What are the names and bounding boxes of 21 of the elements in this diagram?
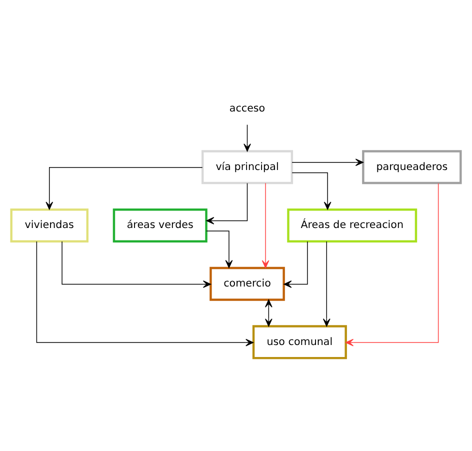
node-box: vía principal xyxy=(201,150,294,184)
arrow xyxy=(62,241,212,288)
node-box: uso comunal xyxy=(252,325,347,360)
node-text: acceso xyxy=(229,102,266,115)
node-box: Áreas de recreacion xyxy=(287,208,418,242)
node-box: parqueaderos xyxy=(362,150,462,184)
arrow xyxy=(345,182,439,346)
arrow xyxy=(206,230,233,268)
arrow xyxy=(264,299,272,327)
arrow xyxy=(292,158,364,166)
arrow xyxy=(292,172,332,210)
node-box: comercio xyxy=(210,266,285,301)
node-box: viviendas xyxy=(10,208,88,242)
arrow xyxy=(322,241,330,327)
arrow xyxy=(262,182,270,268)
arrow xyxy=(244,124,251,152)
arrow xyxy=(46,167,203,210)
node-box: áreas verdes xyxy=(112,208,208,242)
arrow xyxy=(36,241,254,346)
arrow xyxy=(284,241,308,288)
arrow xyxy=(206,182,248,224)
